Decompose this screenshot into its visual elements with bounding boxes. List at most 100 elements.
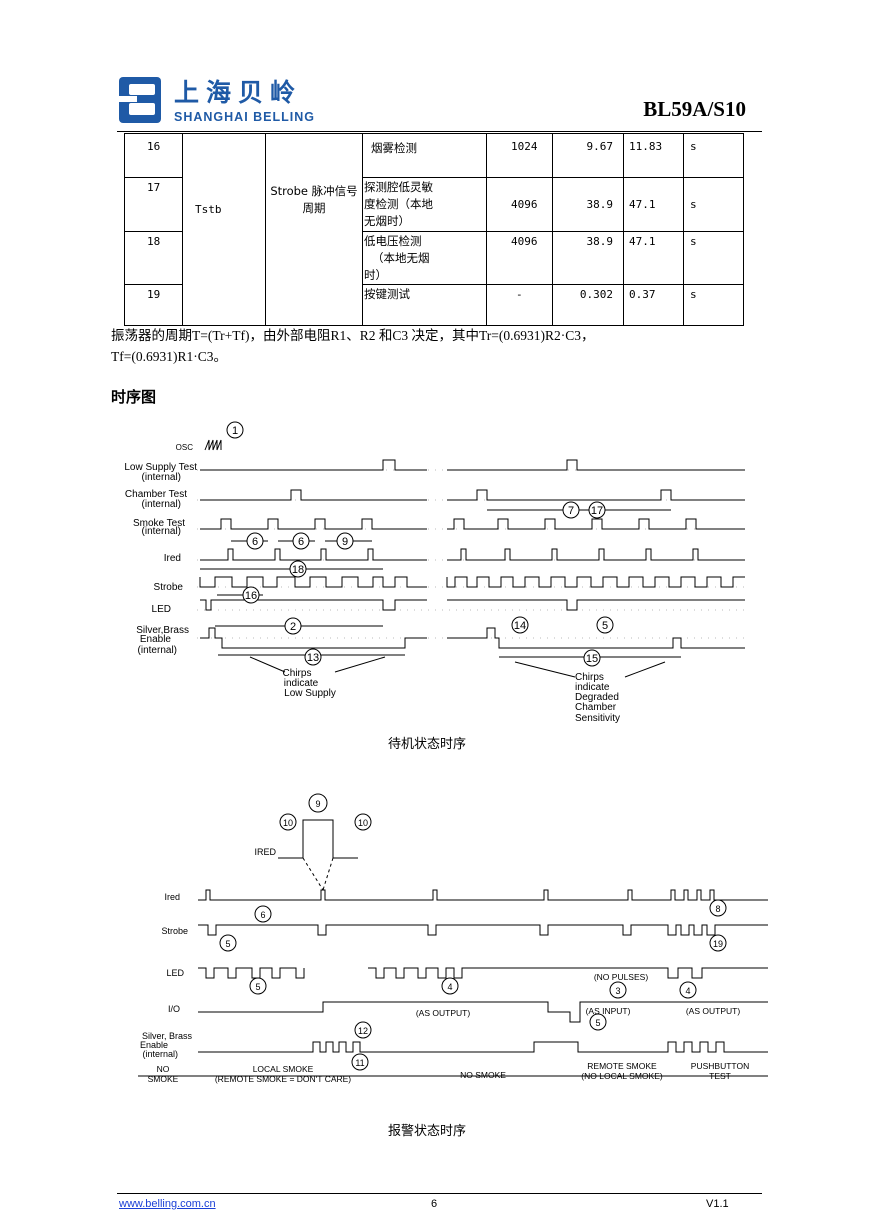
page-number: 6 [431,1198,438,1210]
condition-line: 时） [364,268,387,282]
timing-marker: 5 [225,939,230,949]
row-number: 18 [124,231,183,285]
note-line: Low Supply [284,688,336,699]
signal-label: Ired [164,553,181,564]
condition-line: 烟雾检测 [371,141,417,155]
condition-line: 低电压检测 [364,234,422,248]
signal-label: LED [152,604,171,615]
signal-label: I/O [168,1004,180,1014]
paragraph-line: 振荡器的周期T=(Tr+Tf)，由外部电阻R1、R2 和C3 决定，其中Tr=(… [111,328,595,343]
condition-line: 探测腔低灵敏 [364,180,433,194]
condition-cell: 探测腔低灵敏 度检测（本地 无烟时） [362,177,487,232]
clock-cell: - [486,284,553,326]
group-name-text: Strobe 脉冲信号周期 [270,183,358,215]
section-title: 时序图 [111,388,157,406]
signal-label: (internal) [142,526,181,537]
phase-label: LOCAL SMOKE [253,1064,314,1074]
alarm-timing-diagram: IRED Ired Strobe LED I/O Silver, Brass E… [138,793,768,1084]
signal-label: Low Supply Test [124,462,197,473]
group-name: Strobe 脉冲信号周期 [265,133,363,326]
note-line: Degraded [575,692,619,703]
unit-cell: s [683,231,744,285]
typ-cell: 38.9 [552,177,624,232]
timing-marker: 16 [245,590,257,602]
note-line: Chirps [283,668,312,679]
belling-logo-mark [119,77,161,123]
timing-marker: 1 [232,425,238,437]
timing-marker: 6 [260,910,265,920]
typ-cell: 0.302 [552,284,624,326]
timing-marker: 4 [685,986,690,996]
clock-cell: 4096 [486,231,553,285]
signal-label: Silver, Brass [142,1031,193,1041]
clock-cell: 4096 [486,177,553,232]
signal-label: (internal) [142,499,181,510]
timing-marker: 6 [298,536,304,548]
timing-marker: 11 [355,1058,364,1068]
timing-marker: 4 [447,982,452,992]
footer-url[interactable]: www.belling.com.cn [119,1198,216,1210]
max-cell: 47.1 [623,231,684,285]
io-waveform [198,1001,768,1023]
note-line: Chirps [575,672,604,683]
table-row: 17 探测腔低灵敏 度检测（本地 无烟时） 4096 38.9 47.1 s [124,177,744,232]
smoke-test-waveform [200,518,745,530]
condition-cell: 按键测试 [362,284,487,326]
ired-waveform [198,889,768,901]
version-label: V1.1 [706,1198,729,1210]
enable-waveform [200,627,745,649]
oscillator-paragraph: 振荡器的周期T=(Tr+Tf)，由外部电阻R1、R2 和C3 决定，其中Tr=(… [111,325,771,367]
company-logo: 上海贝岭 SHANGHAI BELLING [117,75,327,127]
unit-cell: s [683,177,744,232]
phase-label: TEST [709,1071,731,1081]
note-line: Sensitivity [575,713,620,724]
timing-marker: 8 [715,904,720,914]
signal-label: Enable [140,634,172,645]
phase-label: REMOTE SMOKE [587,1061,657,1071]
timing-marker: 18 [292,564,304,576]
timing-marker: 17 [591,505,603,517]
signal-label: Strobe [161,926,188,936]
phase-label: NO SMOKE [460,1070,506,1080]
row-number: 19 [124,284,183,326]
standby-caption: 待机状态时序 [388,737,467,752]
unit-cell: s [683,133,744,178]
signal-label: (internal) [142,472,181,483]
signal-label: Chamber Test [125,489,187,500]
signal-label: (internal) [142,1049,178,1059]
signal-label: LED [166,968,184,978]
condition-cell: 烟雾检测 [362,133,487,178]
signal-label: IRED [254,847,276,857]
max-cell: 0.37 [623,284,684,326]
signal-label: (internal) [138,645,177,656]
condition-line: 度检测（本地 [364,197,433,211]
strobe-waveform [198,924,768,936]
signal-label: Enable [140,1040,168,1050]
signal-label: Silver,Brass [136,625,189,636]
website-link[interactable]: www.belling.com.cn [119,1198,216,1210]
io-annotation: (AS OUTPUT) [416,1008,470,1018]
chamber-waveform [200,489,745,501]
typ-cell: 38.9 [552,231,624,285]
logo-english-name: SHANGHAI BELLING [174,110,315,124]
signal-label: OSC [176,443,194,452]
table-row: 18 低电压检测 （本地无烟 时） 4096 38.9 47.1 s [124,231,744,285]
timing-marker: 10 [358,818,368,828]
phase-label: NO [157,1064,170,1074]
note-line: Chamber [575,702,617,713]
note-line: indicate [284,678,319,689]
group-symbol: Tstb [182,133,266,326]
enable-waveform [198,1041,768,1053]
signal-label: Smoke Test [133,518,185,529]
timing-marker: 5 [595,1018,600,1028]
ired-waveform [200,548,745,561]
table-row: 19 按键测试 - 0.302 0.37 s [124,284,744,326]
timing-marker: 13 [307,652,319,664]
timing-marker: 3 [615,986,620,996]
row-number: 16 [124,133,183,178]
io-annotation: (AS INPUT) [586,1006,631,1016]
max-cell: 47.1 [623,177,684,232]
standby-timing-diagram: OSC Low Supply Test (internal) Chamber T… [124,421,745,724]
logo-chinese-name: 上海贝岭 [174,78,303,107]
timing-marker: 15 [586,653,598,665]
